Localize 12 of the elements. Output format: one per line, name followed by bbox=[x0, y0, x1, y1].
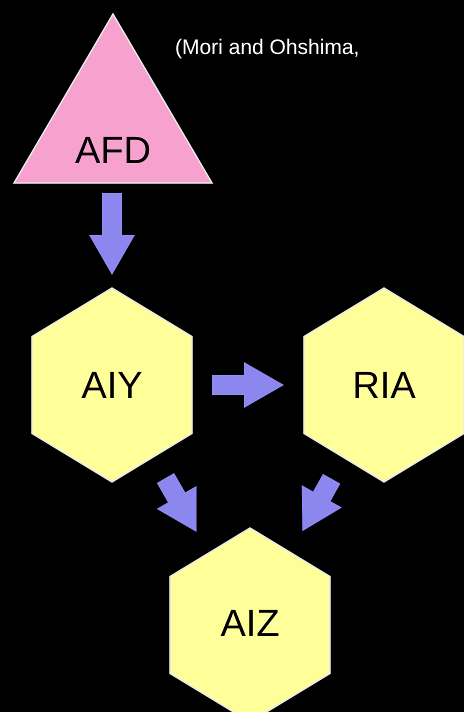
arrow bbox=[89, 193, 135, 275]
citation-text: (Mori and Ohshima, bbox=[175, 36, 360, 60]
hexagon-node bbox=[169, 527, 331, 712]
arrow bbox=[302, 474, 342, 532]
node-label: RIA bbox=[352, 365, 416, 407]
arrow bbox=[156, 472, 197, 532]
hexagon-node bbox=[31, 287, 193, 483]
arrow bbox=[212, 362, 284, 408]
node-label: AFD bbox=[75, 130, 151, 172]
hexagon-node bbox=[303, 287, 464, 483]
node-label: AIZ bbox=[220, 603, 280, 645]
node-label: AIY bbox=[81, 365, 143, 407]
